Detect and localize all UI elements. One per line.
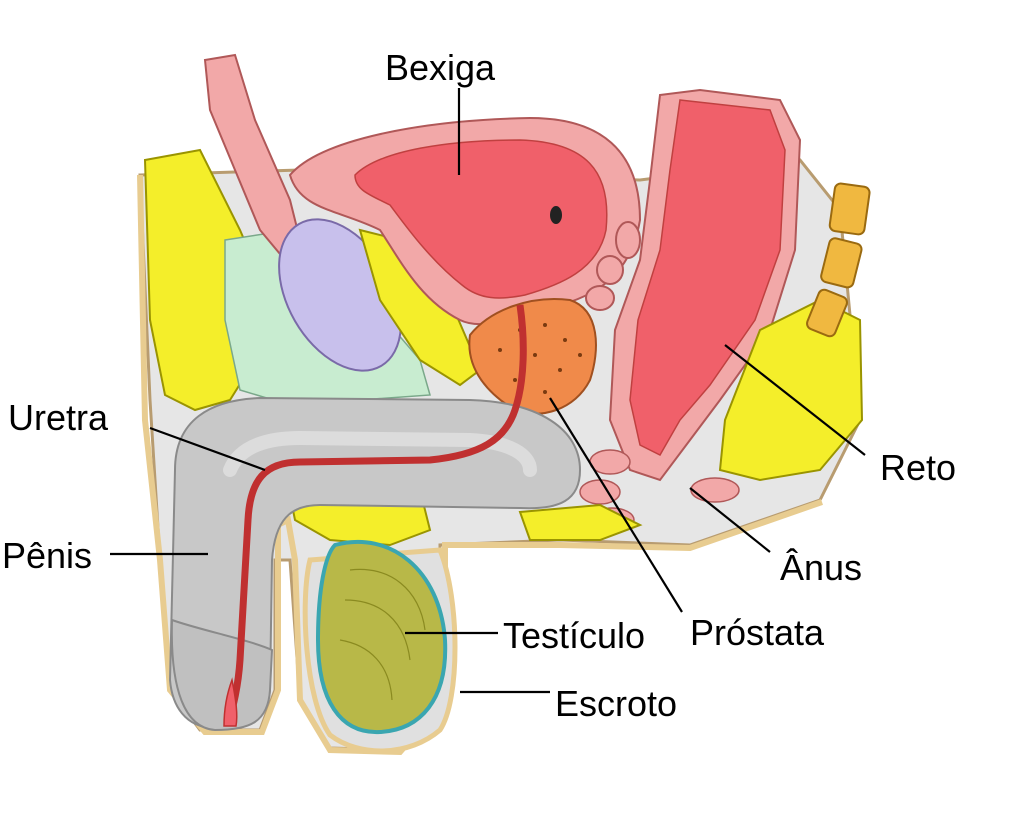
label-testiculo: Testículo [503,615,646,656]
label-bexiga: Bexiga [385,47,496,88]
glans-penis [170,618,274,732]
label-anus: Ânus [780,547,863,588]
label-penis: Pênis [2,535,93,576]
label-escroto: Escroto [555,683,678,724]
bladder-lumen [354,139,608,299]
testicle-texture [339,568,426,701]
urethra-meatus [223,677,238,727]
urethra [224,304,527,726]
prostate [468,298,597,415]
skin-outline [137,174,823,756]
seminal-vesicles [585,221,641,311]
label-uretra: Uretra [8,397,109,438]
label-prostata: Próstata [690,612,825,653]
coccyx [806,182,871,338]
ureter-opening [550,206,562,224]
testicle [315,539,448,735]
label-reto: Reto [880,447,957,488]
prostate-dots [498,323,582,394]
